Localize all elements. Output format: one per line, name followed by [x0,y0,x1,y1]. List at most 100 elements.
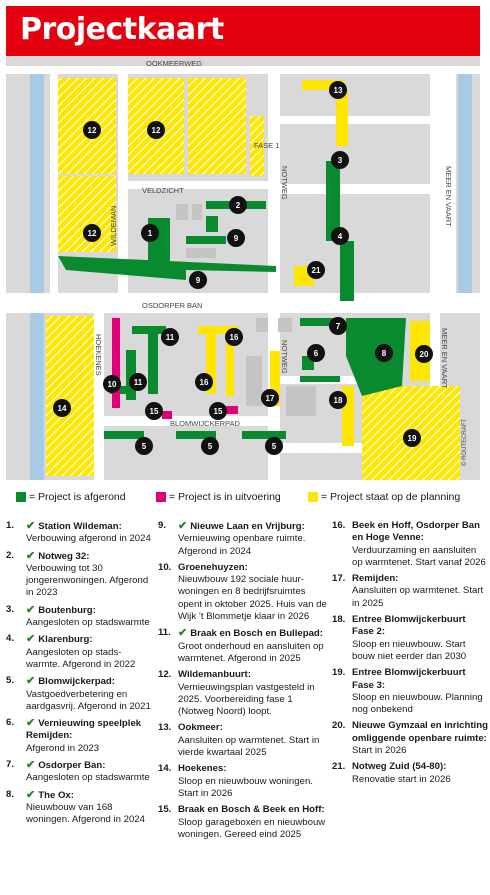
project-description: Verbouwing afgerond in 2024 [26,533,151,545]
project-title: Blomwijckerpad: [38,676,115,688]
project-number: 13. [158,722,172,734]
project-description: Aansluiten op warmtenet. Start in 2025 [352,585,484,609]
map-marker [329,81,347,99]
project-number: 5. [6,675,15,687]
project-item: 12.Wildemanbuurt:Vernieuwingsplan vastge… [158,669,330,718]
map-marker-label: 11 [134,378,143,387]
project-title: Vernieuwing speelplek Remijden: [26,718,142,742]
project-description: Sloop en nieuwbouw. Start bouw niet eerd… [352,638,467,662]
map-marker [195,373,213,391]
map-marker-label: 9 [234,234,239,243]
map-marker [135,437,153,455]
project-item: 3.✔Boutenburg:Aangesloten op stadswarmte [6,604,154,630]
project-number: 7. [6,759,15,771]
project-title: Osdorper Ban: [38,760,106,772]
map-marker-label: 1 [148,229,153,238]
project-item: 13.Ookmeer:Aansluiten op warmtenet. Star… [158,722,330,759]
green-swatch [16,492,26,502]
checkmark-icon: ✔ [26,633,36,646]
map-marker [83,224,101,242]
project-number: 19. [332,667,346,679]
project-description: Groot onderhoud en aansluiten op warmten… [178,640,324,664]
project-item: 14. Hoekenes:Sloop en nieuwbouw woningen.… [158,763,330,800]
map-marker-label: 5 [142,442,147,451]
checkmark-icon: ✔ [26,788,36,801]
project-description: Aansluiten op warmtenet. Start in vierde… [178,734,320,759]
map-marker-label: 12 [152,126,161,135]
map-marker [189,271,207,289]
project-title: Klarenburg: [38,634,93,646]
map-marker [227,229,245,247]
project-number: 4. [6,633,15,645]
map-marker [225,328,243,346]
street-hoekenes: HOEKENES [94,334,103,376]
project-number: 17. [332,573,346,585]
map-marker-label: 4 [338,232,343,241]
map-marker-label: 15 [150,407,159,416]
checkmark-icon: ✔ [26,603,36,616]
checkmark-icon: ✔ [26,675,36,688]
map-marker-label: 15 [214,407,223,416]
street-wildeman: WILDEMAN [109,206,118,246]
project-title: Boutenburg: [38,604,96,616]
map-marker [141,224,159,242]
legend: = Project is afgerond = Project is in ui… [16,491,486,505]
map-marker [331,227,349,245]
project-description: Vastgoedverbetering en aardgasvrij. Afge… [26,688,151,712]
project-list-col3: 16.Beek en Hoff, Osdorper Ban en Hoge Ve… [332,520,488,790]
project-number: 21. [332,761,346,773]
project-title: Braak en Bosch & Beek en Hoff: [178,804,325,816]
map-marker-label: 10 [108,380,117,389]
map-marker [145,402,163,420]
canal [30,70,44,480]
project-number: 3. [6,603,15,615]
checkmark-icon: ✔ [26,717,36,730]
project-number: 10. [158,561,172,573]
project-title: Station Wildeman: [38,521,122,532]
project-number: 14. [158,763,172,775]
project-title: The Ox: [38,789,74,801]
project-map: OOKMEERWEG WILDEMAN VELDZICHT FASE 1 NOT… [6,56,480,480]
map-marker [329,391,347,409]
map-marker-label: 12 [88,229,97,238]
map-marker-label: 2 [236,201,241,210]
map-marker-label: 8 [382,349,387,358]
magenta-swatch [156,492,166,502]
map-marker [265,437,283,455]
project-number: 2. [6,549,15,561]
map-marker [403,429,421,447]
project-item: 18.Entree Blomwijckerbuurt Fase 2:Sloop … [332,614,488,663]
project-title: Hoekenes: [178,763,227,775]
checkmark-icon: ✔ [26,759,36,772]
project-item: 8.✔The Ox:Nieuwbouw van 168 woningen. Af… [6,789,154,827]
map-marker [415,345,433,363]
label-fase1: FASE 1 [254,141,279,150]
project-number: 20. [332,720,346,732]
project-description: Vernieuwing openbare ruimte. Afgerond in… [178,533,306,557]
project-item: 20. Nieuwe Gymzaal en inrichting omliggen… [332,720,488,757]
page-title: Projectkaart [20,12,224,47]
legend-planned: = Project staat op de planning [308,491,460,503]
project-description: Afgerond in 2023 [26,742,100,754]
map-marker [261,389,279,407]
project-title: Nieuwe Gymzaal en inrichting omliggende … [352,720,488,744]
map-marker-label: 16 [200,378,209,387]
project-description: Aangesloten op stads-warmte. Afgerond in… [26,646,136,670]
map-marker-label: 3 [338,156,343,165]
project-title: Nieuwe Laan en Vrijburg: [190,521,305,532]
project-title: Entree Blomwijckerbuurt Fase 2: [352,614,466,638]
map-marker-label: 5 [208,442,213,451]
project-item: 21.Notweg Zuid (54-80):Renovatie start i… [332,761,488,786]
map-marker-label: 7 [336,322,341,331]
project-item: 11.✔Braak en Bosch en Bullepad:Groot ond… [158,627,330,665]
project-description: Renovatie start in 2026 [352,773,451,785]
project-list-col2: 9.✔Nieuwe Laan en Vrijburg:Vernieuwing o… [158,520,330,845]
project-item: 5. ✔Blomwijckerpad:Vastgoedverbetering en… [6,675,154,713]
project-description: Sloop garageboxen en nieuwbouw woningen.… [178,816,326,840]
map-marker-label: 5 [272,442,277,451]
project-description: Sloop en nieuwbouw woningen. Start in 20… [178,775,313,799]
map-marker [201,437,219,455]
map-marker [103,375,121,393]
checkmark-icon: ✔ [26,520,36,532]
map-marker-label: 6 [314,349,319,358]
